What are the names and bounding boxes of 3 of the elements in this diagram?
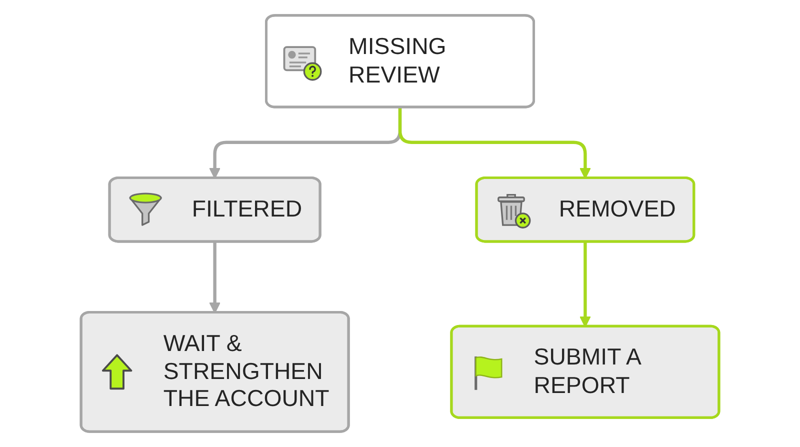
arrow <box>580 242 591 328</box>
arrow <box>209 242 220 314</box>
arrow <box>398 106 591 179</box>
